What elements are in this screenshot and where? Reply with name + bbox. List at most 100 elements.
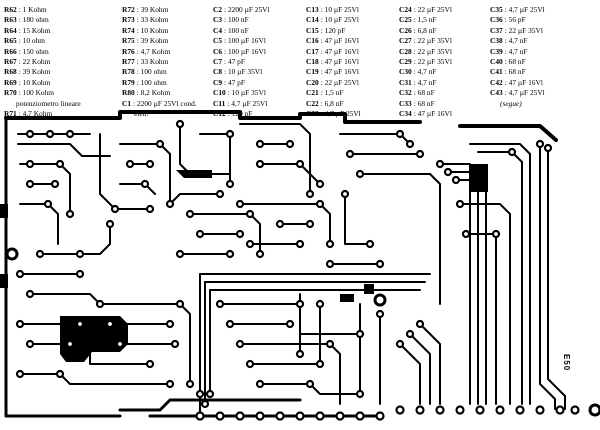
part-value: : 4,7 nF (413, 77, 437, 87)
part-value: : 120 pF (320, 25, 346, 35)
part-entry: R74: 10 Kohm (122, 26, 197, 36)
part-value: : 10 µF 35Vl (224, 67, 263, 77)
part-reference: C30 (399, 67, 412, 77)
part-reference: C40 (490, 57, 503, 67)
part-value: : 2200 µF 25Vl cond. (133, 98, 197, 108)
part-entry: C39: 4,7 nF (490, 47, 545, 57)
part-entry: C3: 100 nF (213, 15, 270, 25)
part-value: : 39 Kohm (18, 67, 51, 77)
part-reference: R71 (4, 109, 17, 119)
part-value: : 10 µF 35Vl (227, 88, 266, 98)
part-value: : 180 ohm (18, 15, 49, 25)
part-reference: C7 (213, 57, 223, 67)
part-value: : 10 Kohm (18, 77, 51, 87)
part-entry: R70: 100 Kohm (4, 88, 81, 98)
part-entry: C38: 4,7 nF (490, 36, 545, 46)
part-value: : 22 µF 35Vl (413, 46, 452, 56)
part-value: : 6,8 nF (320, 98, 344, 108)
part-value: : 4,7 nF (413, 67, 437, 77)
part-reference: R76 (122, 46, 135, 56)
part-entry: C43: 4,7 µF 25Vl (490, 88, 545, 98)
part-reference: C37 (490, 25, 503, 35)
part-value: : 4,7 µF 25Vl (504, 5, 545, 14)
part-value: : 100 nF (224, 15, 249, 25)
part-value: : 33 Kohm (136, 57, 169, 67)
part-value: : 22 µF 35Vl (413, 36, 452, 46)
part-value: : 22 µF 35Vl (504, 25, 543, 35)
part-value: : 68 nF (504, 57, 526, 67)
part-value: : 10 ohm (18, 36, 46, 46)
part-entry: R73: 33 Kohm (122, 15, 197, 25)
part-reference: R66 (4, 46, 17, 56)
part-reference: R63 (4, 15, 17, 25)
part-entry: C24: 22 µF 25Vl (399, 5, 452, 15)
part-reference: C38 (490, 36, 503, 46)
part-reference: C21 (306, 88, 319, 98)
part-value: : 47 µF 16Vl (504, 77, 543, 87)
part-value: : 33 Kohm (136, 15, 169, 25)
part-reference: C34 (399, 109, 412, 119)
part-reference: C16 (306, 36, 319, 46)
part-entry: C31: 4,7 nF (399, 78, 452, 88)
part-entry: R65: 10 ohm (4, 36, 81, 46)
part-reference: R73 (122, 15, 135, 25)
part-entry: C20: 22 µF 25Vl (306, 78, 361, 88)
part-entry: R76: 4,7 Kohm (122, 47, 197, 57)
part-value: : 47 pF (224, 57, 245, 67)
part-reference: C19 (306, 67, 319, 77)
part-value: : 15 Kohm (18, 25, 51, 35)
part-note: potenziometro lineare (16, 98, 81, 108)
part-reference: C28 (399, 46, 412, 56)
part-entry: R66: 150 ohm (4, 47, 81, 57)
part-reference: R77 (122, 57, 135, 67)
part-entry: C7: 47 pF (213, 57, 270, 67)
part-entry: R62: 1 Kohm (4, 5, 81, 15)
part-entry: R63: 180 ohm (4, 15, 81, 25)
part-entry: C9: 47 pF (213, 78, 270, 88)
part-reference: C35 (490, 5, 503, 14)
part-entry: R79: 100 ohm (122, 78, 197, 88)
part-entry: C5: 100 µF 16Vl (213, 36, 270, 46)
part-entry: R69: 10 Kohm (4, 78, 81, 88)
part-reference: R75 (122, 36, 135, 46)
part-value: : 100 µF 16Vl (224, 36, 266, 46)
part-value: : 10 µF 25Vl (320, 5, 359, 14)
part-reference: C25 (399, 15, 412, 25)
part-value: : 100 ohm (136, 67, 167, 77)
part-entry: C32: 68 nF (399, 88, 452, 98)
part-value: : 47 µF 16Vl (320, 57, 359, 67)
part-entry: R64: 15 Kohm (4, 26, 81, 36)
part-value: : 10 Kohm (136, 25, 169, 35)
part-value: : 4,7 Kohm (136, 46, 171, 56)
part-value: : 68 nF (413, 98, 435, 108)
part-entry: C19: 47 µF 16Vl (306, 67, 361, 77)
part-value: : 22 µF 35Vl (413, 57, 452, 67)
part-entry: C30: 4,7 nF (399, 67, 452, 77)
part-reference: C41 (490, 67, 503, 77)
continuation-note: (segue) (500, 98, 522, 108)
part-reference: C13 (306, 5, 319, 14)
part-reference: R74 (122, 25, 135, 35)
part-entry: C11: 4,7 µF 25Vl (213, 99, 270, 109)
part-reference: R70 (4, 88, 17, 98)
part-value: : 47 µF 16Vl (413, 109, 452, 119)
part-entry: C26: 6,8 nF (399, 26, 452, 36)
part-entry: C10: 10 µF 35Vl (213, 88, 270, 98)
part-entry: R67: 22 Kohm (4, 57, 81, 67)
part-entry: R68: 39 Kohm (4, 67, 81, 77)
part-entry: R78: 100 ohm (122, 67, 197, 77)
part-reference: C39 (490, 46, 503, 56)
part-entry: C4: 100 nF (213, 26, 270, 36)
part-value: : 47 µF 16Vl (320, 46, 359, 56)
part-reference: C33 (399, 98, 412, 108)
part-reference: C32 (399, 88, 412, 98)
part-entry: C6: 100 µF 16Vl (213, 47, 270, 57)
part-reference: R69 (4, 77, 17, 87)
part-reference: C24 (399, 5, 412, 14)
part-entry: C21: 1,5 nF (306, 88, 361, 98)
part-value: : 39 Kohm (136, 36, 169, 46)
